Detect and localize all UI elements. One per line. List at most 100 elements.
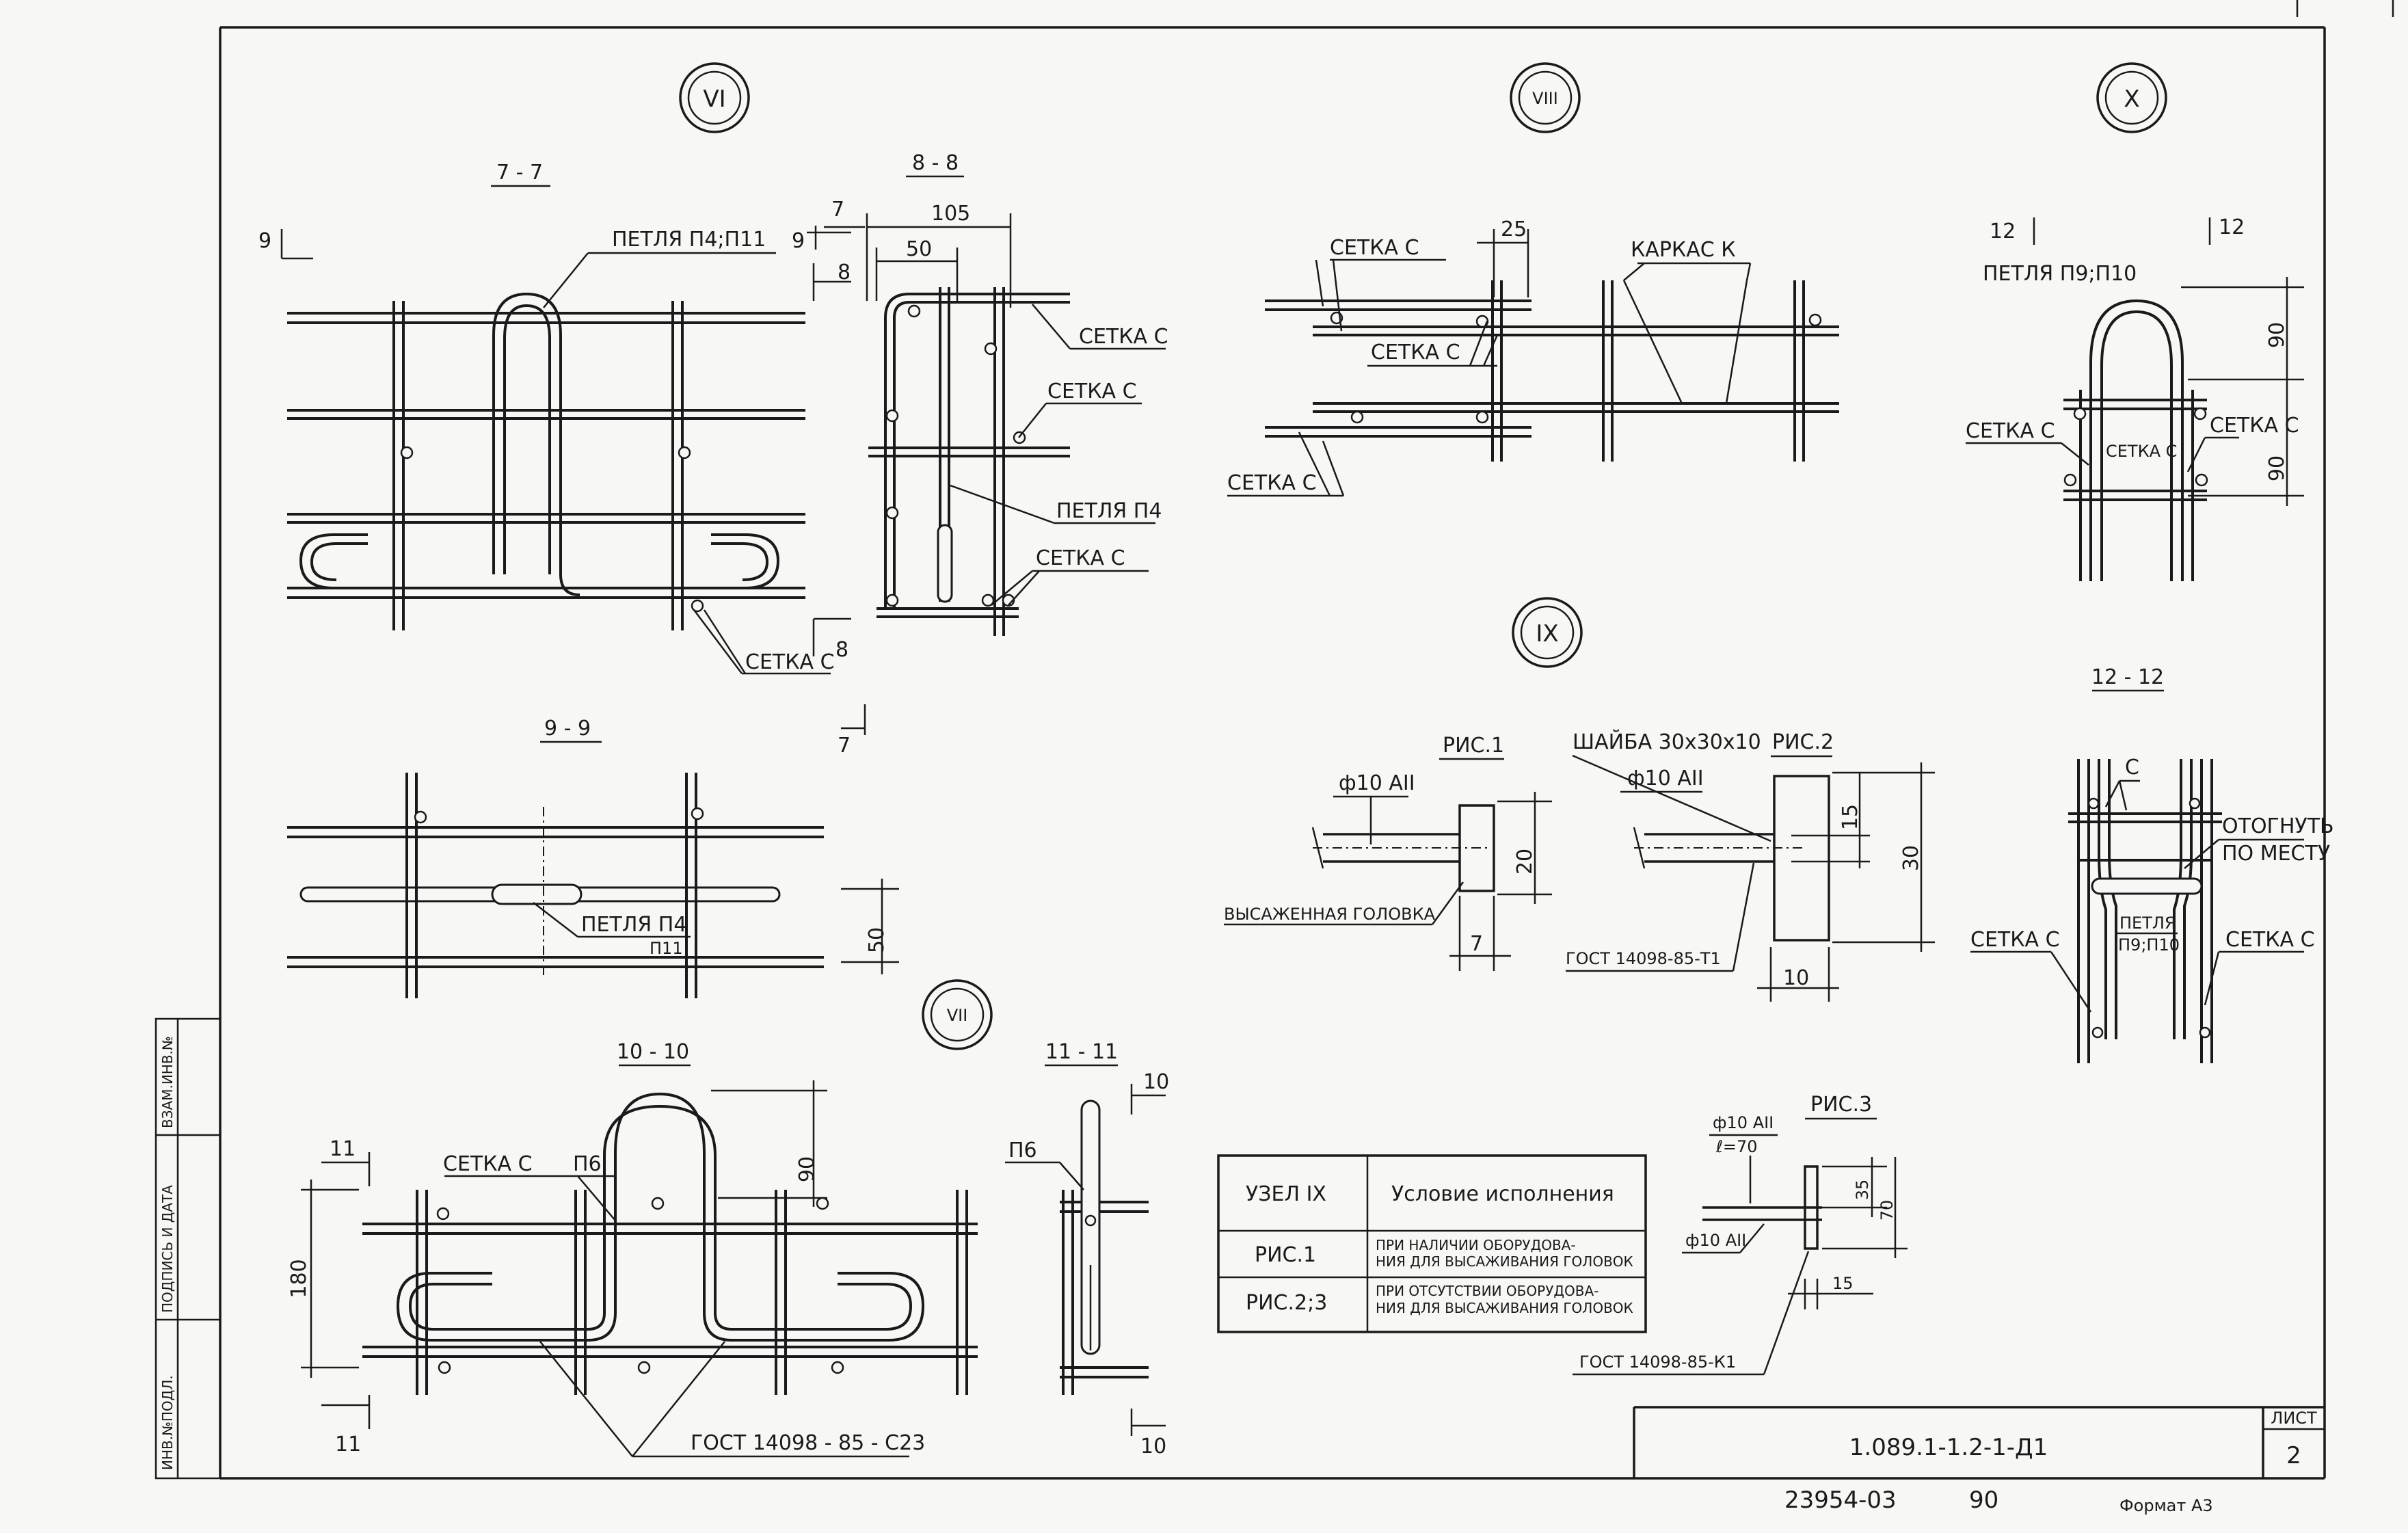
node-marker-ix: IX bbox=[1512, 597, 1583, 668]
table-row2-fig: РИС.2;3 bbox=[1246, 1291, 1327, 1315]
fig1-head-label: ВЫСАЖЕННАЯ ГОЛОВКА bbox=[1224, 905, 1436, 924]
footer-page: 90 bbox=[1969, 1487, 1998, 1514]
section-9-9-marker-7: 7 bbox=[838, 734, 851, 758]
node-x-mesh-label-left: СЕТКА С bbox=[1966, 419, 2055, 443]
table-row2-cond-1: ПРИ ОТСУТСТВИИ ОБОРУДОВА- bbox=[1376, 1283, 1598, 1299]
footer: 23954-03 90 Формат А3 bbox=[1784, 1487, 2213, 1515]
section-9-9-title: 9 - 9 bbox=[544, 717, 591, 741]
section-10-10-mesh-label: СЕТКА С bbox=[443, 1152, 533, 1176]
section-10-10-dim-180: 180 bbox=[287, 1259, 311, 1298]
fig3-gost-label: ГОСТ 14098-85-К1 bbox=[1579, 1352, 1736, 1372]
fig3-bar-label: ф10 АII bbox=[1713, 1113, 1774, 1132]
node-marker-vi: VI bbox=[679, 62, 750, 133]
section-7-7-marker-9: 9 bbox=[258, 229, 271, 253]
section-11-11-loop-label: П6 bbox=[1008, 1138, 1037, 1162]
section-8-8-title: 8 - 8 bbox=[912, 151, 959, 175]
section-10-10-marker-11-top: 11 bbox=[330, 1137, 356, 1161]
footer-format: Формат А3 bbox=[2119, 1496, 2213, 1515]
side-stamp: ИНВ.№ПОДЛ. ПОДПИСЬ И ДАТА ВЗАМ.ИНВ.№ bbox=[155, 1017, 222, 1480]
node-vi-label: VI bbox=[703, 85, 725, 113]
fig3-dim-70: 70 bbox=[1877, 1200, 1897, 1221]
section-12-12-bend-2: ПО МЕСТУ bbox=[2222, 842, 2330, 866]
section-7-7-loop-label: ПЕТЛЯ П4;П11 bbox=[612, 228, 766, 252]
node-marker-x: X bbox=[2096, 62, 2167, 133]
node-vii-label: VII bbox=[947, 1006, 968, 1025]
fig3-title: РИС.3 bbox=[1810, 1093, 1872, 1117]
node-marker-vii: VII bbox=[922, 979, 993, 1050]
fig2-title: РИС.2 bbox=[1772, 730, 1834, 754]
section-8-8-dim-7: 7 bbox=[831, 198, 844, 222]
section-10-10-loop-label: П6 bbox=[573, 1152, 602, 1176]
fig2-washer-label: ШАЙБА 30х30х10 bbox=[1573, 730, 1761, 754]
section-7-7-cut-8a-label: 8 bbox=[838, 261, 851, 284]
table-header-condition: Условие исполнения bbox=[1391, 1182, 1614, 1206]
section-7-7-cut-8b-label: 8 bbox=[835, 638, 848, 662]
node-ix-fig3: РИС.3 ф10 АII ℓ=70 35 70 ф10 АII 15 ГОСТ… bbox=[1573, 1093, 1908, 1376]
section-9-9-loop-top: ПЕТЛЯ П4 bbox=[581, 913, 686, 937]
section-8-8-dim-50: 50 bbox=[906, 237, 932, 261]
fig2-dim-30: 30 bbox=[1899, 845, 1923, 871]
stamp-inv-original: ИНВ.№ПОДЛ. bbox=[159, 1375, 176, 1470]
node-x-dim-90-bottom: 90 bbox=[2265, 455, 2289, 481]
condition-table: УЗЕЛ IX Условие исполнения РИС.1 ПРИ НАЛ… bbox=[1217, 1154, 1647, 1333]
fig3-dim-15: 15 bbox=[1832, 1274, 1854, 1293]
fig2-bar-label: ф10 АII bbox=[1627, 767, 1704, 790]
node-x-loop-label: ПЕТЛЯ П9;П10 bbox=[1983, 262, 2137, 286]
title-sheet-number: 2 bbox=[2286, 1442, 2301, 1469]
stamp-signature-date: ПОДПИСЬ И ДАТА bbox=[159, 1185, 176, 1313]
node-marker-viii: VIII bbox=[1510, 62, 1581, 133]
fig2-dim-15: 15 bbox=[1838, 804, 1862, 830]
title-block: 1.089.1-1.2-1-Д1 ЛИСТ 2 bbox=[1633, 1406, 2325, 1478]
node-x-mesh-label-center: СЕТКА С bbox=[2106, 442, 2177, 461]
footer-archive-number: 23954-03 bbox=[1784, 1487, 1897, 1514]
section-10-10-marker-11-bottom: 11 bbox=[335, 1432, 361, 1456]
fig1-dim-20: 20 bbox=[1513, 849, 1537, 875]
table-row1-fig: РИС.1 bbox=[1255, 1243, 1316, 1267]
fig3-bar-label-2: ф10 АII bbox=[1685, 1231, 1746, 1250]
section-11-11-marker-10-top: 10 bbox=[1143, 1070, 1169, 1094]
fig1-dim-7: 7 bbox=[1470, 932, 1483, 956]
section-7-7: 7 - 7 9 ПЕТЛЯ П4;П11 bbox=[258, 161, 851, 675]
node-viii-detail: 25 СЕТКА С КАРКАС К СЕТ bbox=[1227, 217, 1839, 497]
node-x-marker-12-right: 12 bbox=[2219, 215, 2245, 239]
section-10-10-title: 10 - 10 bbox=[617, 1040, 689, 1064]
section-12-12: 12 - 12 С ОТОГНУТЬ ПО МЕСТУ ПЕТЛЯ П9;П10… bbox=[1970, 665, 2334, 1063]
section-8-8: 8 - 8 7 105 50 СЕТКА С bbox=[824, 151, 1168, 636]
node-x-marker-12-left: 12 bbox=[1990, 219, 2016, 243]
section-8-8-loop-label: ПЕТЛЯ П4 bbox=[1056, 499, 1162, 523]
node-viii-label: VIII bbox=[1532, 89, 1558, 108]
node-viii-mesh-label-3: СЕТКА С bbox=[1227, 471, 1317, 495]
section-12-12-bend-1: ОТОГНУТЬ bbox=[2222, 814, 2334, 838]
stamp-inv-replacement: ВЗАМ.ИНВ.№ bbox=[159, 1036, 176, 1128]
section-10-10-gost-label: ГОСТ 14098 - 85 - С23 bbox=[691, 1431, 925, 1455]
section-12-12-mesh-left: СЕТКА С bbox=[1970, 928, 2060, 952]
section-9-9: 9 - 9 7 ПЕТЛЯ П4 П11 50 bbox=[287, 704, 899, 998]
section-8-8-mesh-label-1: СЕТКА С bbox=[1079, 325, 1168, 349]
section-12-12-loop-2: П9;П10 bbox=[2118, 935, 2180, 955]
section-8-8-dim-105: 105 bbox=[931, 202, 970, 226]
section-11-11: 11 - 11 10 10 П6 bbox=[1005, 1040, 1169, 1458]
section-11-11-marker-10-bottom: 10 bbox=[1140, 1435, 1166, 1458]
title-doc-code: 1.089.1-1.2-1-Д1 bbox=[1849, 1434, 2048, 1461]
section-12-12-mesh-s: С bbox=[2125, 756, 2139, 779]
section-9-9-dim-50: 50 bbox=[865, 927, 889, 953]
section-11-11-title: 11 - 11 bbox=[1045, 1040, 1118, 1064]
section-7-7-title: 7 - 7 bbox=[496, 161, 543, 185]
node-viii-mesh-label-1: СЕТКА С bbox=[1330, 236, 1419, 260]
fig2-dim-10: 10 bbox=[1783, 966, 1809, 990]
node-ix-fig1: РИС.1 ф10 АII 20 ВЫСАЖЕННАЯ ГОЛОВКА 7 bbox=[1224, 734, 1552, 971]
title-sheet-label: ЛИСТ bbox=[2271, 1409, 2317, 1428]
section-12-12-loop-1: ПЕТЛЯ bbox=[2119, 914, 2176, 933]
section-7-7-mesh-label: СЕТКА С bbox=[745, 650, 835, 674]
section-12-12-mesh-right: СЕТКА С bbox=[2225, 928, 2315, 952]
section-7-7-cut-9-label: 9 bbox=[792, 229, 805, 253]
fig3-length: ℓ=70 bbox=[1715, 1137, 1758, 1156]
node-x-detail: 12 12 ПЕТЛЯ П9;П10 90 90 СЕТКА С СЕТКА С… bbox=[1966, 215, 2304, 581]
node-x-label: X bbox=[2124, 85, 2139, 113]
table-row2-cond-2: НИЯ ДЛЯ ВЫСАЖИВАНИЯ ГОЛОВОК bbox=[1376, 1300, 1633, 1316]
node-viii-dim-25: 25 bbox=[1501, 217, 1527, 241]
section-8-8-mesh-label-3: СЕТКА С bbox=[1036, 546, 1125, 570]
drawing-frame bbox=[219, 0, 2394, 1480]
fig1-bar-label: ф10 АII bbox=[1339, 771, 1415, 795]
node-viii-frame-label: КАРКАС К bbox=[1631, 238, 1736, 262]
